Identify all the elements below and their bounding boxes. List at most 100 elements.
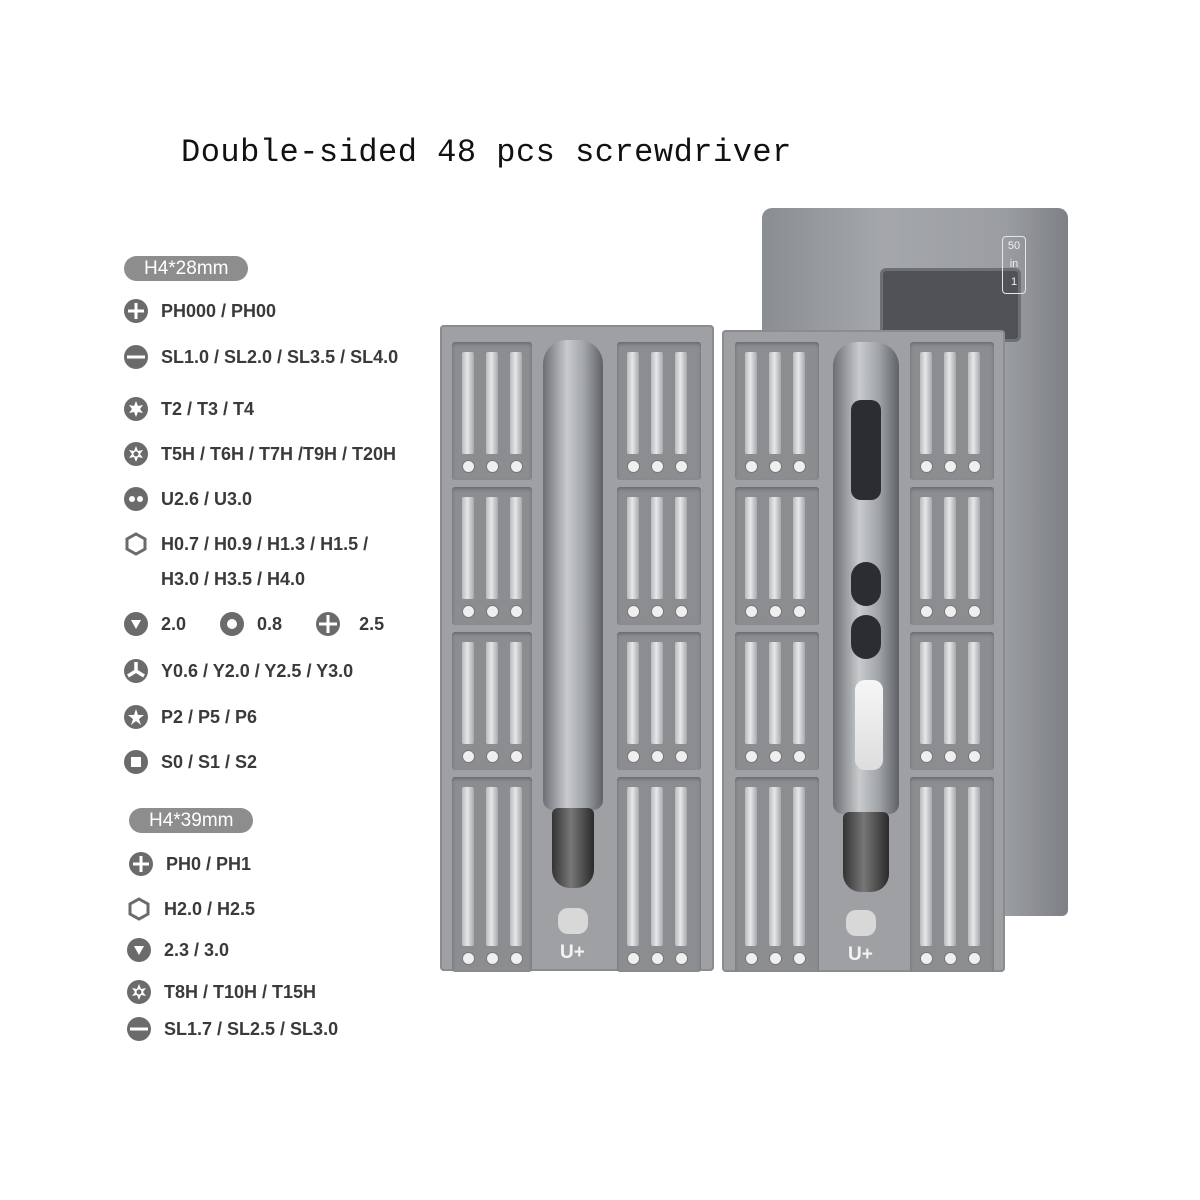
bit-type-marker	[627, 605, 640, 618]
bit-type-marker	[769, 952, 782, 965]
bit-type-marker	[944, 952, 957, 965]
bit-type-marker	[651, 605, 664, 618]
bit-type-marker	[745, 605, 758, 618]
reverse-button[interactable]	[851, 615, 881, 659]
screwdriver-bit	[793, 497, 805, 599]
screwdriver-bit	[651, 352, 663, 454]
screwdriver-bit	[944, 787, 956, 946]
spec-text: S0 / S1 / S2	[161, 751, 258, 772]
spec-u: U2.6 / U3.0	[124, 485, 252, 513]
screwdriver-bit	[920, 787, 932, 946]
screwdriver-bit	[920, 642, 932, 744]
bit-holder-left	[558, 908, 588, 934]
spec-text: T5H / T6H / T7H /T9H / T20H	[161, 443, 397, 464]
spec-square: S0 / S1 / S2	[124, 748, 257, 776]
bit-type-marker	[510, 605, 523, 618]
screwdriver-bit	[675, 497, 687, 599]
spec-text: T2 / T3 / T4	[161, 398, 255, 419]
spec-text: 2.5	[359, 613, 385, 634]
round-icon	[220, 612, 245, 636]
case-window	[880, 268, 1021, 342]
badge-line: 50	[1007, 240, 1021, 252]
screwdriver-bit	[944, 642, 956, 744]
bit-type-marker	[510, 750, 523, 763]
spec-torx-hole: T5H / T6H / T7H /T9H / T20H	[124, 440, 396, 468]
screwdriver-bit	[769, 787, 781, 946]
hex-icon	[124, 532, 148, 556]
screwdriver-bit	[462, 497, 474, 599]
bit-type-marker	[793, 750, 806, 763]
bit-type-marker	[745, 750, 758, 763]
screwdriver-bit	[675, 352, 687, 454]
bit-type-marker	[462, 750, 475, 763]
bit-type-marker	[462, 605, 475, 618]
spec-tri: 2.3 / 3.0	[127, 936, 229, 964]
spec-torx-h: T8H / T10H / T15H	[127, 978, 316, 1006]
screwdriver-bit	[968, 787, 980, 946]
screwdriver-bit	[769, 497, 781, 599]
bit-type-marker	[769, 460, 782, 473]
screwdriver-bit	[745, 352, 757, 454]
spec-text: 0.8	[257, 613, 283, 634]
triangle-icon	[127, 938, 151, 962]
bit-type-marker	[920, 605, 933, 618]
screwdriver-bit	[968, 642, 980, 744]
screwdriver-bit	[486, 642, 498, 744]
screwdriver-bit	[486, 352, 498, 454]
bit-type-marker	[793, 605, 806, 618]
bit-type-marker	[510, 460, 523, 473]
section-label-39mm: H4*39mm	[129, 808, 254, 833]
phillips-icon	[124, 299, 148, 323]
screwdriver-bit	[745, 642, 757, 744]
screwdriver-bit	[968, 497, 980, 599]
case-badge: 50 in 1	[1002, 236, 1026, 294]
bit-type-marker	[627, 952, 640, 965]
screwdriver-bit	[510, 497, 522, 599]
bit-type-marker	[627, 460, 640, 473]
bit-type-marker	[675, 750, 688, 763]
bit-type-marker	[486, 750, 499, 763]
spec-text: T8H / T10H / T15H	[164, 981, 317, 1002]
bit-type-marker	[486, 460, 499, 473]
screwdriver-handle-left	[543, 340, 603, 810]
spec-text: H0.7 / H0.9 / H1.3 / H1.5 /	[161, 533, 369, 554]
hex-icon	[127, 897, 151, 921]
bit-type-marker	[651, 750, 664, 763]
spec-hex: H0.7 / H0.9 / H1.3 / H1.5 /	[124, 530, 368, 558]
screwdriver-bit	[651, 497, 663, 599]
screwdriver-bit	[486, 497, 498, 599]
phillips-icon	[129, 852, 153, 876]
bit-type-marker	[651, 460, 664, 473]
cross-icon	[316, 612, 341, 636]
bit-type-marker	[769, 605, 782, 618]
pentalobe-icon	[124, 705, 148, 729]
section-label-28mm: H4*28mm	[124, 256, 249, 281]
bit-type-marker	[944, 750, 957, 763]
screwdriver-bit	[769, 352, 781, 454]
screwdriver-bit	[793, 352, 805, 454]
screwdriver-bit	[510, 642, 522, 744]
screwdriver-neck-right	[843, 812, 889, 892]
torx-icon	[124, 397, 148, 421]
bit-type-marker	[745, 952, 758, 965]
bit-type-marker	[486, 605, 499, 618]
tri-wing-icon	[124, 659, 148, 683]
cap-label-right: U+	[848, 944, 873, 965]
screwdriver-bit	[944, 352, 956, 454]
bit-type-marker	[651, 952, 664, 965]
screwdriver-bit	[486, 787, 498, 946]
triangle-icon	[124, 612, 148, 636]
spec-text: Y0.6 / Y2.0 / Y2.5 / Y3.0	[161, 660, 354, 681]
bit-type-marker	[462, 460, 475, 473]
screwdriver-bit	[793, 642, 805, 744]
forward-button[interactable]	[851, 562, 881, 606]
badge-line: in	[1009, 258, 1019, 270]
spec-text: 2.0	[161, 613, 187, 634]
spec-text: P2 / P5 / P6	[161, 706, 258, 727]
torx-hole-icon	[124, 442, 148, 466]
screwdriver-bit	[745, 497, 757, 599]
screwdriver-bit	[462, 787, 474, 946]
screwdriver-bit	[944, 497, 956, 599]
led-button[interactable]	[851, 400, 881, 500]
bit-type-marker	[968, 952, 981, 965]
